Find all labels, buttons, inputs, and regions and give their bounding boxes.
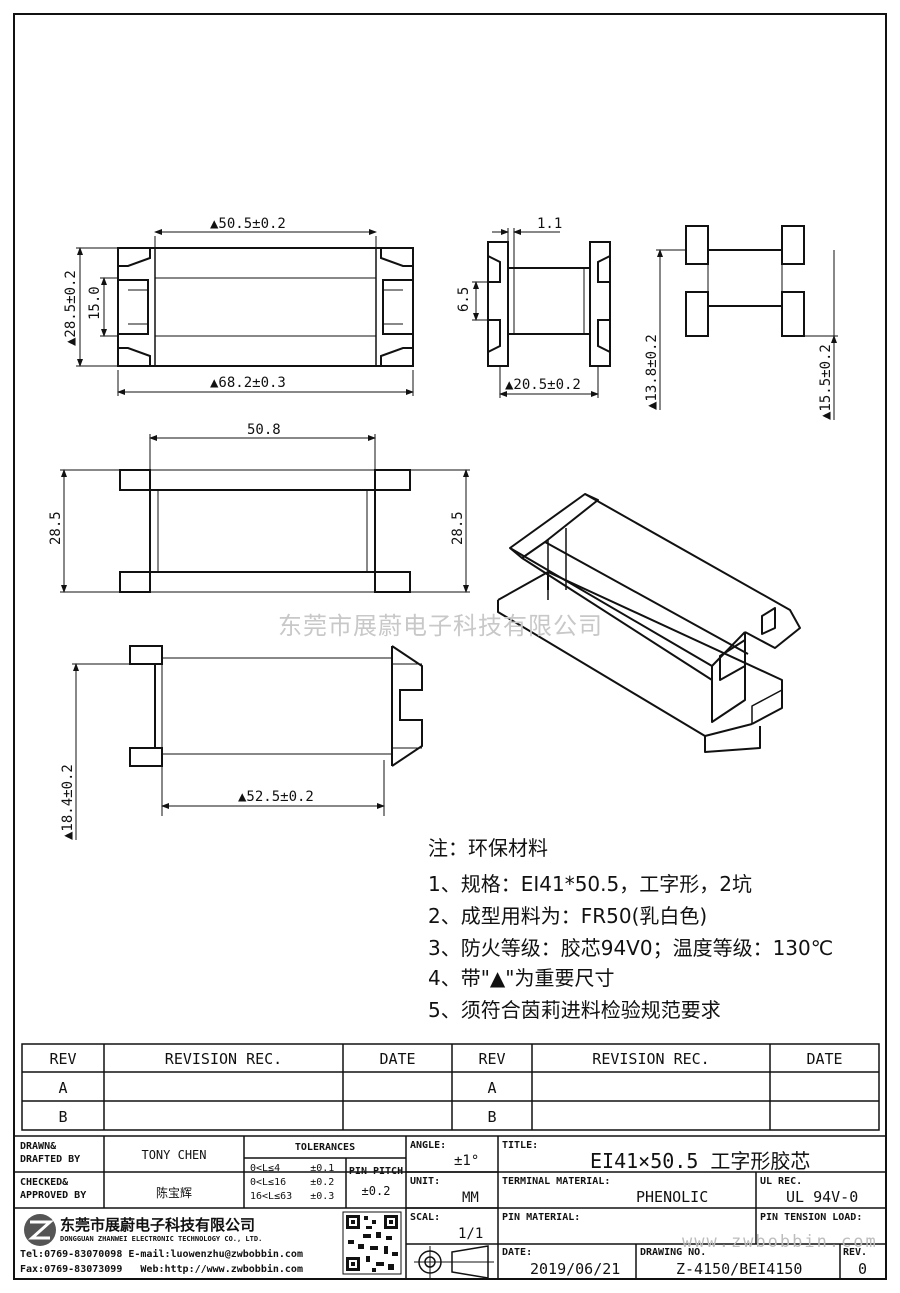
dim-top-inner: 15.0 (87, 286, 103, 320)
revision-rec-header: REVISION REC. (592, 1050, 710, 1068)
rev-header: REV (49, 1050, 77, 1068)
company-logo-icon (24, 1214, 56, 1246)
dim-front-right: 28.5 (450, 511, 466, 545)
angle-value: ±1° (454, 1153, 480, 1169)
dim-side-c: ▲20.5±0.2 (505, 377, 581, 393)
projection-symbol (414, 1245, 494, 1279)
rev-header: REV (478, 1050, 506, 1068)
pin-tension-label: PIN TENSION LOAD: (760, 1212, 863, 1223)
note-title: 注：环保材料 (428, 836, 548, 860)
date-header: DATE (806, 1050, 843, 1068)
note-item: 4、带"▲"为重要尺寸 (428, 966, 615, 990)
end-view (685, 225, 805, 337)
isometric-view (497, 493, 801, 753)
unit-label: UNIT: (410, 1176, 441, 1187)
drawing-no-label: DRAWING NO. (640, 1247, 707, 1258)
front-view (119, 469, 411, 593)
bottom-view (129, 645, 423, 816)
tolerances-label: TOLERANCES (294, 1142, 356, 1153)
side-view-dims (472, 228, 599, 398)
company-name-en: DONGGUAN ZHANWEI ELECTRONIC TECHNOLOGY C… (60, 1235, 263, 1243)
pin-pitch-label: PIN PITCH (348, 1166, 404, 1177)
note-item: 2、成型用料为：FR50(乳白色) (428, 904, 708, 928)
title-value: EI41×50.5 工字形胶芯 (590, 1149, 811, 1173)
dim-end-a: ▲13.8±0.2 (644, 334, 660, 410)
dim-side-b: 6.5 (456, 287, 472, 312)
tolerance-row: 0<L≤4 ±0.1 (250, 1163, 335, 1174)
date-value: 2019/06/21 (530, 1260, 621, 1278)
date-label: DATE: (502, 1247, 533, 1258)
dim-top-height: ▲28.5±0.2 (63, 270, 79, 346)
site-watermark: www.zwbobbin.com (682, 1232, 878, 1252)
rev-label: REV. (843, 1247, 868, 1258)
dim-front-width: 50.8 (247, 422, 281, 438)
dim-end-b: ▲15.5±0.2 (818, 344, 834, 420)
top-view-dims (76, 229, 414, 396)
terminal-material-value: PHENOLIC (636, 1188, 709, 1206)
end-view-dims (656, 249, 838, 420)
tolerance-row: 0<L≤16 ±0.2 (250, 1177, 335, 1188)
top-view (117, 247, 414, 367)
dim-top-overall: ▲68.2±0.3 (210, 375, 286, 391)
note-item: 5、须符合茵莉进料检验规范要求 (428, 998, 721, 1022)
note-item: 3、防火等级：胶芯94V0；温度等级：130℃ (428, 936, 834, 960)
title-label: TITLE: (502, 1140, 539, 1151)
company-name-cn: 东莞市展蔚电子科技有限公司 (60, 1216, 256, 1234)
rev-cell: B (487, 1108, 497, 1126)
contact-tel: Tel:0769-83070098 E-mail:luowenzhu@zwbob… (20, 1249, 303, 1260)
scal-label: SCAL: (410, 1212, 441, 1223)
rev-cell: A (58, 1079, 68, 1097)
front-view-dims (60, 434, 470, 593)
table-grid (13, 1043, 887, 1280)
tolerance-row: 16<L≤63 ±0.3 (250, 1191, 335, 1202)
unit-value: MM (462, 1190, 479, 1206)
revision-rec-header: REVISION REC. (164, 1050, 283, 1068)
bottom-view-dims (72, 663, 385, 840)
date-header: DATE (379, 1050, 416, 1068)
drawn-value: TONY CHEN (141, 1148, 207, 1162)
dim-side-a: 1.1 (537, 216, 562, 232)
rev-cell: A (487, 1079, 497, 1097)
terminal-material-label: TERMINAL MATERIAL: (502, 1176, 611, 1187)
drawn-label: DRAWN& DRAFTED BY (20, 1141, 81, 1165)
angle-label: ANGLE: (410, 1140, 447, 1151)
ul-rec-label: UL REC. (760, 1176, 803, 1187)
watermark: 东莞市展蔚电子科技有限公司 (278, 612, 603, 640)
pin-material-label: PIN MATERIAL: (502, 1212, 581, 1223)
checked-label: CHECKED& APPROVED BY (20, 1177, 87, 1201)
checked-value: 陈宝辉 (155, 1186, 192, 1200)
scal-value: 1/1 (458, 1226, 484, 1242)
rev-cell: B (58, 1108, 68, 1126)
contact-fax: Fax:0769-83073099 Web:http://www.zwbobbi… (20, 1264, 303, 1275)
dim-front-left: 28.5 (48, 511, 64, 545)
dim-top-width: ▲50.5±0.2 (210, 216, 286, 232)
ul-rec-value: UL 94V-0 (786, 1188, 859, 1206)
side-view (487, 241, 611, 367)
note-item: 1、规格：EI41*50.5，工字形，2坑 (428, 872, 752, 896)
qr-code-icon (342, 1211, 402, 1275)
drawing-no-value: Z-4150/BEI4150 (676, 1260, 803, 1278)
pin-pitch-value: ±0.2 (361, 1184, 391, 1198)
rev-value: 0 (858, 1260, 868, 1278)
dim-bottom-width: ▲52.5±0.2 (238, 789, 314, 805)
dim-bottom-height: ▲18.4±0.2 (60, 764, 76, 840)
